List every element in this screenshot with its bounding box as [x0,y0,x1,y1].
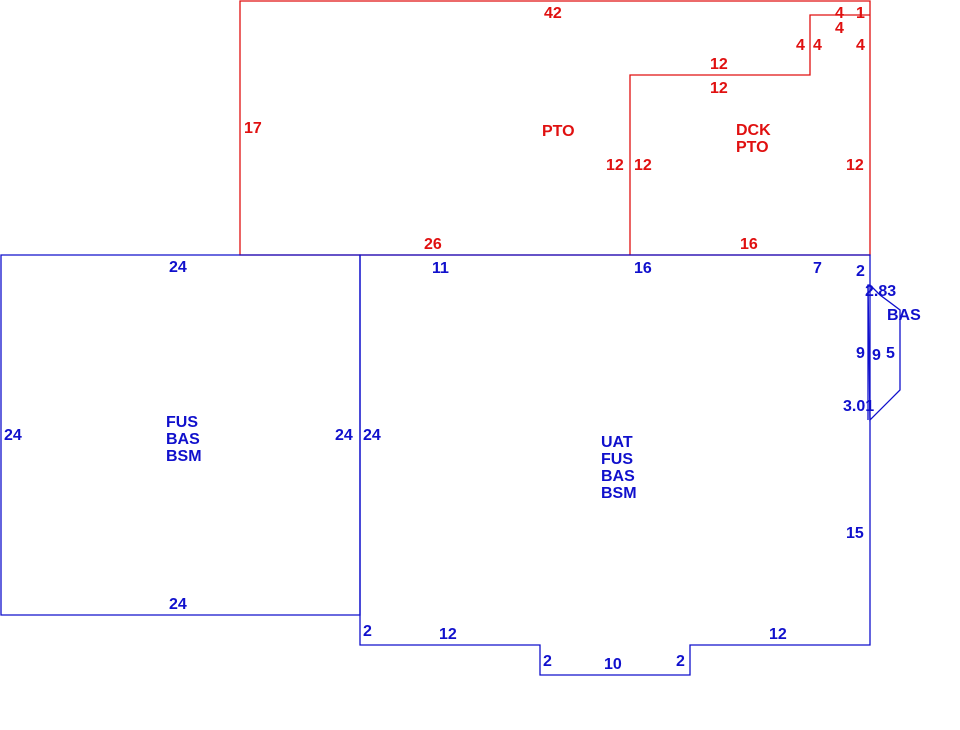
dim-label: 2 [543,653,552,670]
dim-label: 12 [634,157,652,174]
dim-label: 2 [363,623,372,640]
area-code-bsm: BSM [166,448,202,465]
dim-label: 12 [769,626,787,643]
dim-label: 1 [856,5,865,22]
dim-label: 12 [606,157,624,174]
dim-label: 24 [4,427,22,444]
dim-label: 17 [244,120,262,137]
dim-label: 2.83 [865,283,896,300]
dim-label: 24 [169,259,187,276]
area-code-bas: BAS [601,468,635,485]
dim-label: 12 [710,80,728,97]
area-code-fus: FUS [601,451,633,468]
area-code-pto: PTO [542,123,575,140]
dim-label: 4 [835,5,844,22]
building-labels: FUS BAS BSM UAT FUS BAS BSM BAS 24 24 24… [4,259,921,673]
deck-outline [629,14,870,255]
area-code-bsm: BSM [601,485,637,502]
dim-label: 9 [856,345,865,362]
dim-label: 24 [169,596,187,613]
dim-label: 16 [740,236,758,253]
dim-label: 4 [856,37,865,54]
dim-label: 2 [856,263,865,280]
patio-labels: PTO DCK PTO 42 4 1 4 4 4 4 12 12 17 12 1… [244,5,865,253]
building-outline [0,254,901,676]
dim-label: 16 [634,260,652,277]
dim-label: 4 [813,37,822,54]
dim-label: 12 [439,626,457,643]
dim-label: 15 [846,525,864,542]
area-code-fus: FUS [166,414,198,431]
dim-label: 11 [432,260,449,277]
area-code-dck: DCK [736,122,771,139]
dim-label: 24 [363,427,381,444]
dim-label: 42 [544,5,562,22]
dim-label: 26 [424,236,442,253]
dim-label: 7 [813,260,822,277]
dim-label: 12 [710,56,728,73]
dim-label: 2 [676,653,685,670]
dim-label: 4 [796,37,805,54]
dim-label: 24 [335,427,353,444]
area-code-bay-bas: BAS [887,307,921,324]
dim-label: 12 [846,157,864,174]
dim-label: 9 [872,347,881,364]
area-code-bas: BAS [166,431,200,448]
dim-label: 5 [886,345,895,362]
area-code-dck-pto: PTO [736,139,769,156]
area-code-uat: UAT [601,434,633,451]
dim-label: 10 [604,656,622,673]
dim-label: 3.01 [843,398,874,415]
dim-label: 4 [835,20,844,37]
